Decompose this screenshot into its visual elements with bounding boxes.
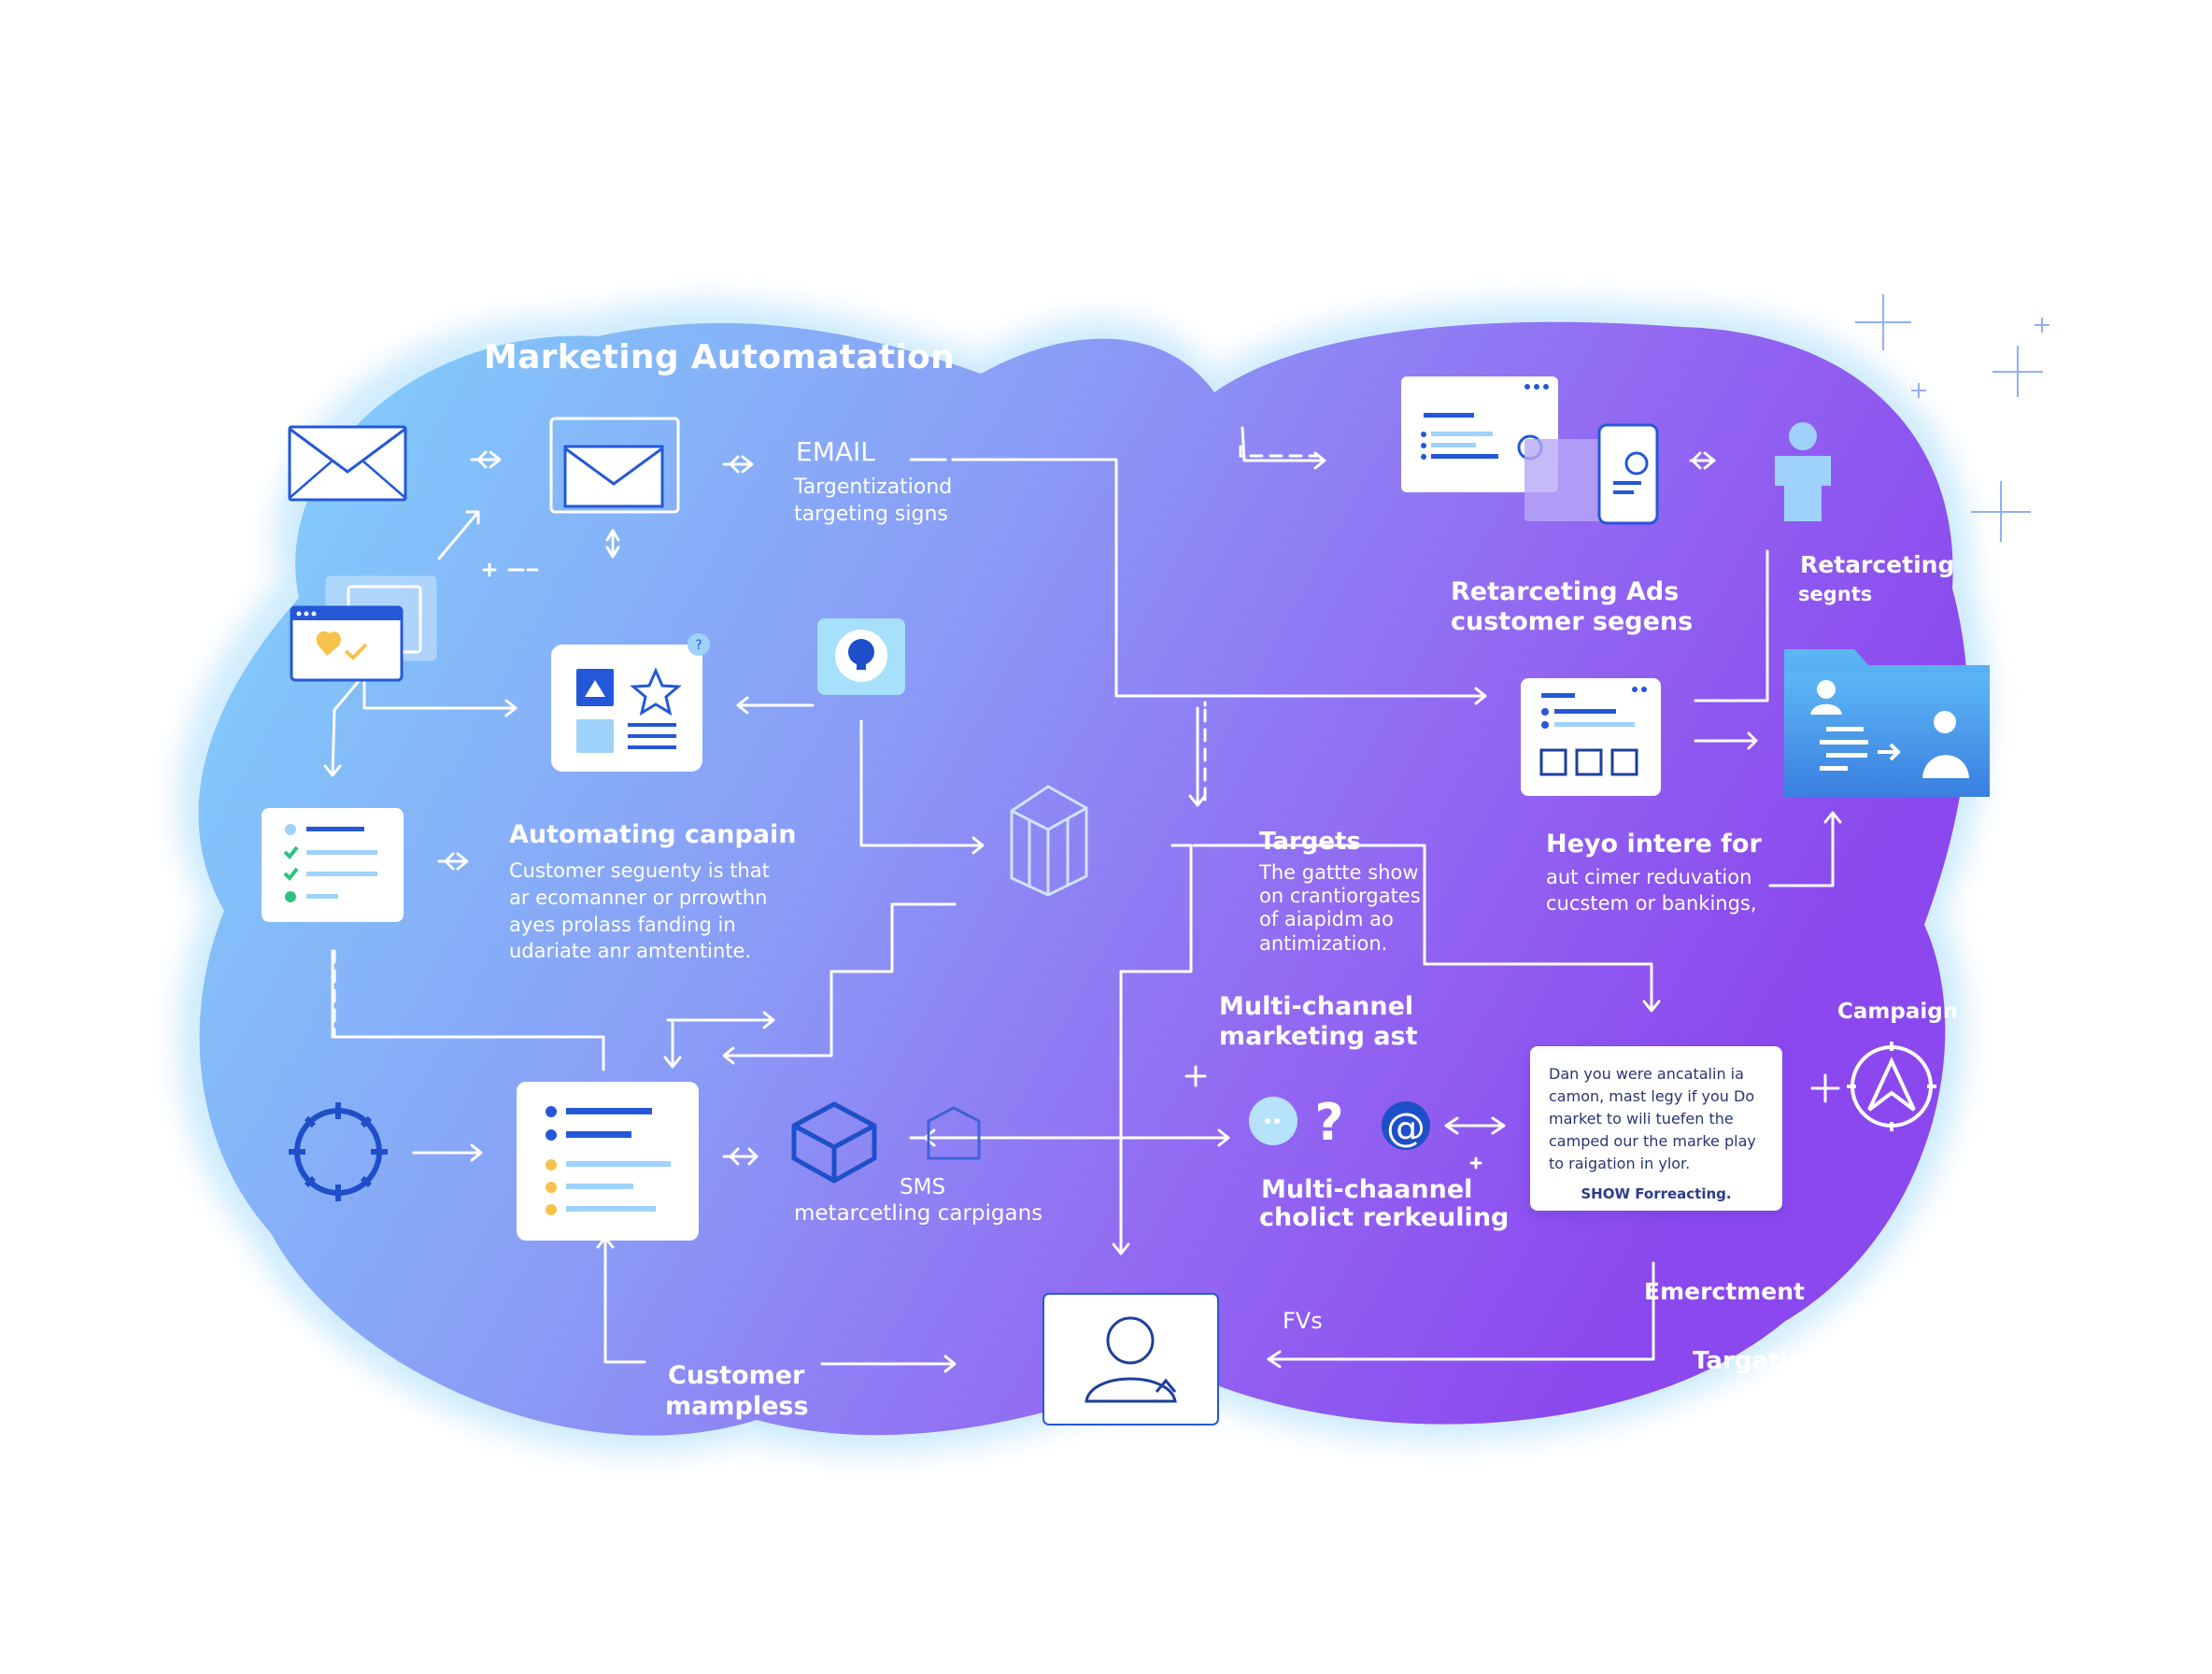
content-card-icon: ? [551,633,710,772]
customer-line-1: Customer [668,1361,805,1390]
user-profile-icon [1042,1293,1219,1426]
question-mark-icon: ? [1314,1093,1343,1152]
crosshair-icon [289,1102,388,1201]
form-card-icon [1521,678,1661,796]
chat-bubble-icon [1249,1097,1297,1145]
dashboard-card-icon [1401,376,1558,492]
note-line-2: camon, mast legy if you Do [1549,1087,1755,1105]
note-show-link[interactable]: SHOW Forreacting. [1581,1185,1732,1202]
retargeting-segments-line-1: Retarceting [1800,551,1955,578]
checklist-card-icon [262,808,404,922]
envelope-icon [288,425,407,502]
email-heading: EMAIL [796,436,875,467]
targets-line-2: on crantiorgates [1259,885,1421,907]
note-line-5: to raigation in ylor. [1549,1155,1691,1172]
retargeting-segments-line-2: segnts [1798,583,1873,605]
targets-line-3: of aiapidm ao [1259,908,1394,930]
targation-label: Targation [1693,1347,1822,1375]
email-line-2: targeting signs [794,503,948,526]
info-note: Dan you were ancatalin ia camon, mast le… [1530,1046,1782,1211]
emerctment-label: Emerctment [1644,1278,1805,1305]
svg-text:?: ? [695,638,702,653]
targets-line-4: antimization. [1259,932,1388,955]
multichannel-top-line-1: Multi-channel [1219,992,1414,1021]
customer-line-2: mampless [665,1392,809,1421]
automating-line-4: udariate anr amtentinte. [509,940,752,962]
sms-line-1: metarcetling carpigans [794,1201,1043,1226]
person-icon [1775,422,1831,521]
envelope-card-icon [549,417,680,514]
mobile-phone-icon [1524,423,1659,525]
heyo-heading: Heyo intere for [1546,830,1762,858]
house-outline-icon [927,1106,981,1160]
folder-users-icon [1784,649,1990,797]
sms-heading: SMS [900,1175,946,1199]
diagram-title: Marketing Automatation [484,338,955,376]
multichannel-bottom-line-1: Multi-chaannel [1261,1175,1473,1204]
automating-line-2: ar ecomanner or prrowthn [509,887,768,909]
connectors [323,426,1842,1373]
browser-window-icon [290,575,437,682]
compass-icon [1847,1042,1936,1131]
box-3d-icon [1010,785,1088,897]
note-line-4: camped our the marke play [1549,1132,1756,1150]
targets-line-1: The gattte show [1259,861,1419,884]
email-line-1: Targentizationd [794,475,953,499]
sparkle-icon [1855,294,2049,542]
multichannel-top-line-2: marketing ast [1219,1022,1418,1051]
cube-icon [791,1101,877,1184]
list-card-icon [517,1082,699,1241]
dashed-connectors [333,445,1828,1300]
note-line-3: market to wili tuefen the [1549,1110,1734,1128]
retargeting-ads-line-1: Retarceting Ads [1451,577,1680,606]
automating-line-3: ayes prolass fanding in [509,914,736,936]
campaign-label: Campaign [1837,1000,1959,1024]
lightbulb-icon [817,618,905,695]
heyo-line-1: aut cimer reduvation [1546,866,1752,888]
automating-line-1: Customer seguenty is that [509,859,770,882]
at-sign-icon: @ [1382,1101,1430,1150]
automating-heading: Automating canpain [509,820,797,849]
fvs-label: FVs [1283,1308,1323,1334]
heyo-line-2: cucstem or bankings, [1546,892,1757,915]
retargeting-ads-line-2: customer segens [1451,607,1694,636]
multichannel-bottom-line-2: cholict rerkeuling [1259,1203,1510,1232]
note-line-1: Dan you were ancatalin ia [1549,1065,1744,1083]
targets-heading: Targets [1259,828,1361,856]
svg-text:?: ? [1314,1093,1343,1152]
svg-text:@: @ [1386,1104,1425,1150]
